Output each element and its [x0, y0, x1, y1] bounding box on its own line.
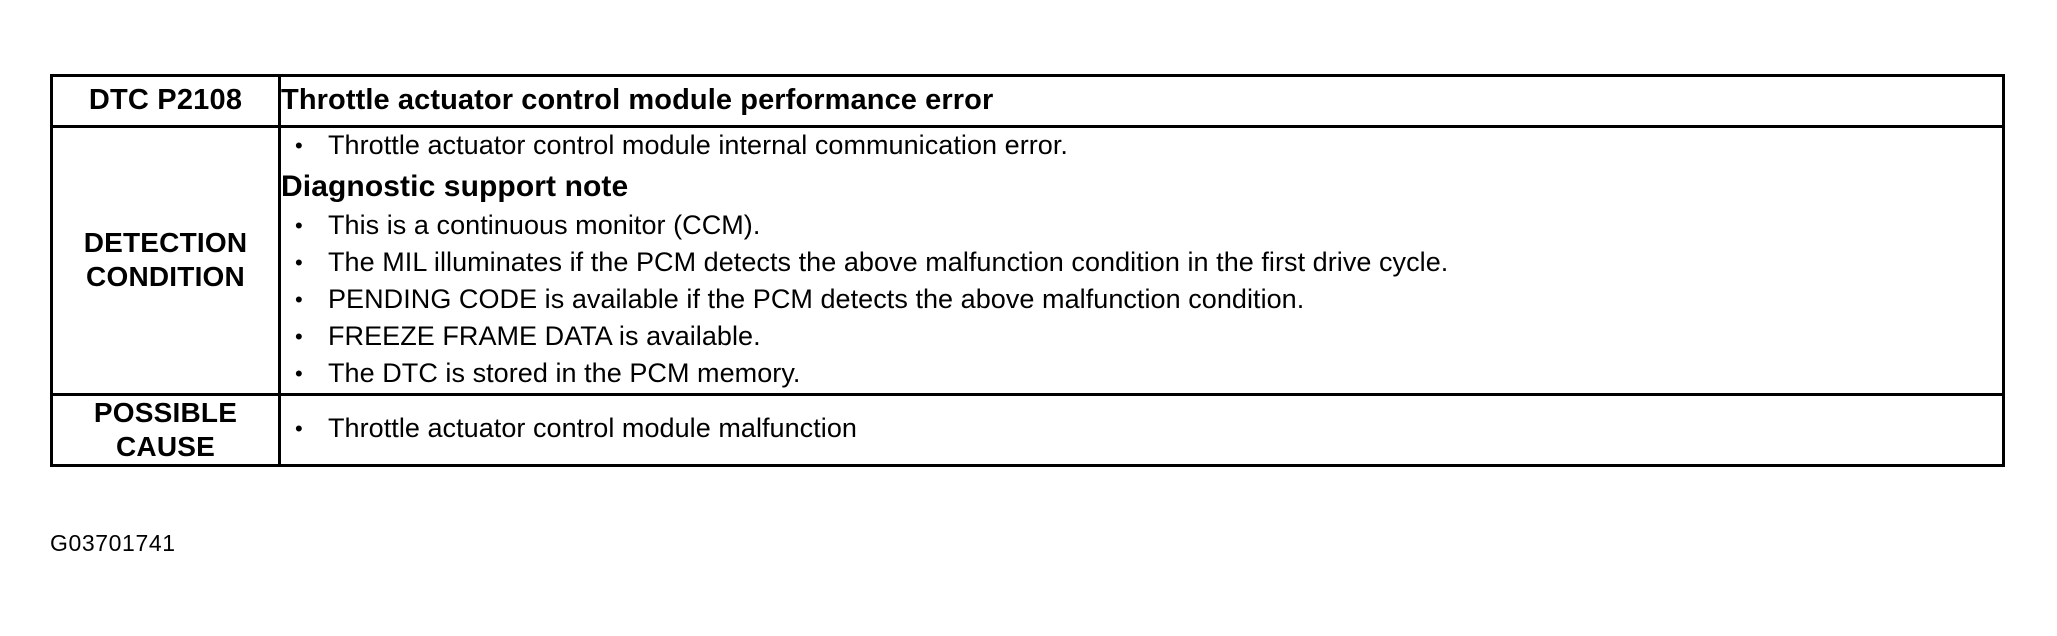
list-item-text: The MIL illuminates if the PCM detects t…	[328, 247, 1449, 278]
dtc-code-cell: DTC P2108	[50, 74, 281, 128]
list-item-text: PENDING CODE is available if the PCM det…	[328, 284, 1305, 315]
list-item: • This is a continuous monitor (CCM).	[281, 208, 2002, 244]
bullet-icon: •	[295, 213, 303, 239]
table-row-possible-cause: POSSIBLE CAUSE • Throttle actuator contro…	[50, 392, 2005, 468]
diagnostic-support-note-heading: Diagnostic support note	[281, 169, 629, 203]
list-item: • The DTC is stored in the PCM memory.	[281, 356, 2002, 392]
table-row-detection-condition: DETECTION CONDITION • Throttle actuator c…	[50, 125, 2005, 396]
possible-cause-bullet-list: • Throttle actuator control module malfun…	[281, 411, 2002, 447]
lead-bullet-list: • Throttle actuator control module intern…	[281, 128, 2002, 164]
bullet-icon: •	[295, 361, 303, 387]
row-label-line: POSSIBLE	[93, 396, 238, 428]
bullet-icon: •	[295, 287, 303, 313]
row-label-detection-condition: DETECTION CONDITION	[50, 125, 281, 396]
list-item: • Throttle actuator control module malfun…	[281, 411, 2002, 447]
dtc-table: DTC P2108 Throttle actuator control modu…	[50, 74, 2005, 468]
detection-condition-content: • Throttle actuator control module intern…	[278, 125, 2005, 396]
list-item-text: The DTC is stored in the PCM memory.	[328, 358, 801, 389]
bullet-icon: •	[295, 324, 303, 350]
list-item-text: This is a continuous monitor (CCM).	[328, 210, 761, 241]
list-item: • FREEZE FRAME DATA is available.	[281, 319, 2002, 355]
bullet-icon: •	[295, 133, 303, 158]
row-label-line: CAUSE	[115, 431, 215, 463]
list-item-text: Throttle actuator control module malfunc…	[328, 412, 857, 443]
list-item: • Throttle actuator control module intern…	[281, 128, 2002, 164]
row-label-line: DETECTION	[83, 227, 248, 259]
list-item-text: FREEZE FRAME DATA is available.	[328, 321, 761, 352]
list-item: • PENDING CODE is available if the PCM de…	[281, 282, 2002, 318]
dtc-title-cell: Throttle actuator control module perform…	[278, 74, 2005, 128]
bullet-icon: •	[295, 250, 303, 276]
row-label-possible-cause: POSSIBLE CAUSE	[50, 392, 281, 468]
detection-bullet-list: • This is a continuous monitor (CCM). • Th…	[281, 208, 2002, 392]
list-item-text: Throttle actuator control module interna…	[328, 130, 1068, 160]
row-label-line: CONDITION	[86, 261, 245, 293]
possible-cause-content: • Throttle actuator control module malfun…	[278, 392, 2005, 468]
bullet-icon: •	[295, 415, 303, 441]
figure-id-caption: G03701741	[50, 530, 176, 556]
table-header-row: DTC P2108 Throttle actuator control modu…	[50, 74, 2005, 128]
list-item: • The MIL illuminates if the PCM detects …	[281, 245, 2002, 281]
